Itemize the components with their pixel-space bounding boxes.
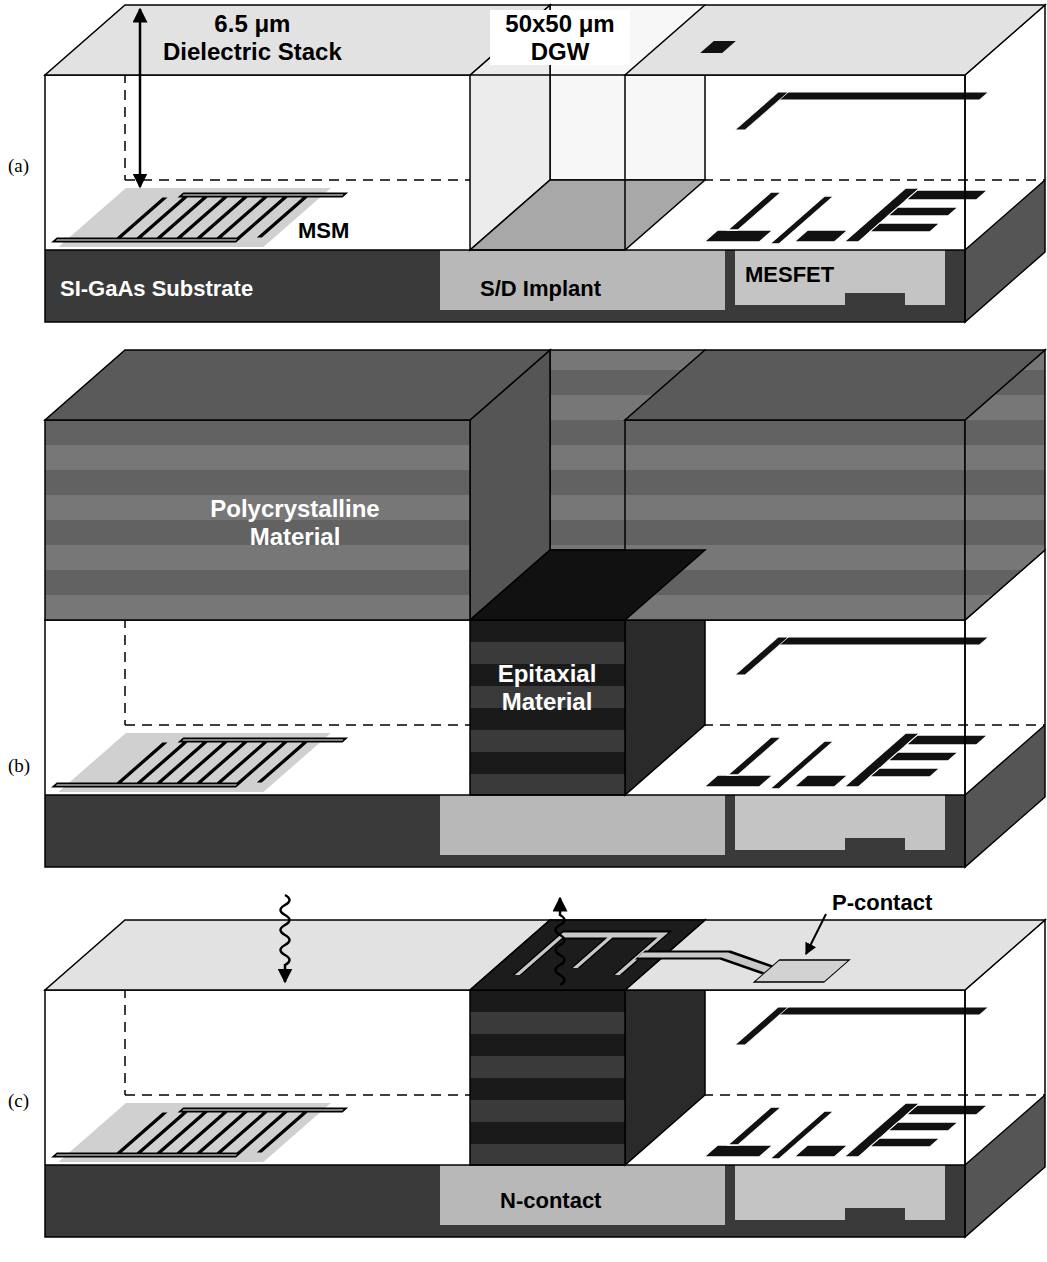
region-label: S/D Implant [480, 276, 601, 301]
substrate-label: SI-GaAs Substrate [60, 276, 253, 301]
polycrystalline-layer-part [45, 420, 470, 620]
via-pad-part [700, 41, 736, 53]
device-label: MSM [298, 218, 349, 243]
polycrystalline-layer-part [45, 350, 550, 420]
panel-a [45, 5, 1045, 322]
panel-c-part [45, 920, 1045, 990]
polycrystalline-layer-part [625, 420, 965, 620]
layer-label: Polycrystalline Material [199, 495, 391, 550]
panel-b-part [48, 637, 989, 792]
polycrystalline-layer [45, 350, 1045, 620]
emitted-light-arrow [556, 898, 565, 985]
panel-b [45, 350, 1045, 867]
thickness-arrow [139, 9, 142, 187]
leader-arrow [806, 914, 826, 954]
via-pad [700, 41, 736, 53]
incident-light-arrow [281, 895, 290, 982]
panel-c-part [45, 920, 1045, 1237]
polycrystalline-layer-part [625, 350, 1045, 420]
p-contact-metal-part [623, 955, 785, 970]
panel-a-part [45, 5, 1045, 75]
polycrystalline-layer-part [470, 550, 705, 620]
panel-c-part [48, 1007, 989, 1162]
panel-c [45, 920, 1045, 1237]
device-label: MESFET [745, 262, 834, 287]
panel-c-part [45, 920, 1045, 1237]
panel-a-part [45, 5, 1045, 322]
panel-label: (a) [8, 155, 29, 177]
panel-label: (b) [8, 755, 30, 777]
window-label: 50x50 μm DGW [490, 10, 630, 65]
p-contact-metal-part [754, 960, 849, 982]
panel-a-part [48, 92, 989, 247]
window-opening-part [470, 180, 705, 250]
panel-a-part [45, 5, 1045, 322]
dimension-label: 6.5 μm Dielectric Stack [160, 10, 345, 65]
contact-label: N-contact [500, 1188, 601, 1213]
window-opening-part [624, 75, 626, 250]
contact-label: P-contact [832, 890, 932, 915]
panel-label: (c) [8, 1090, 29, 1112]
layer-label: Epitaxial Material [487, 660, 607, 715]
p-contact-metal-part [623, 955, 785, 970]
